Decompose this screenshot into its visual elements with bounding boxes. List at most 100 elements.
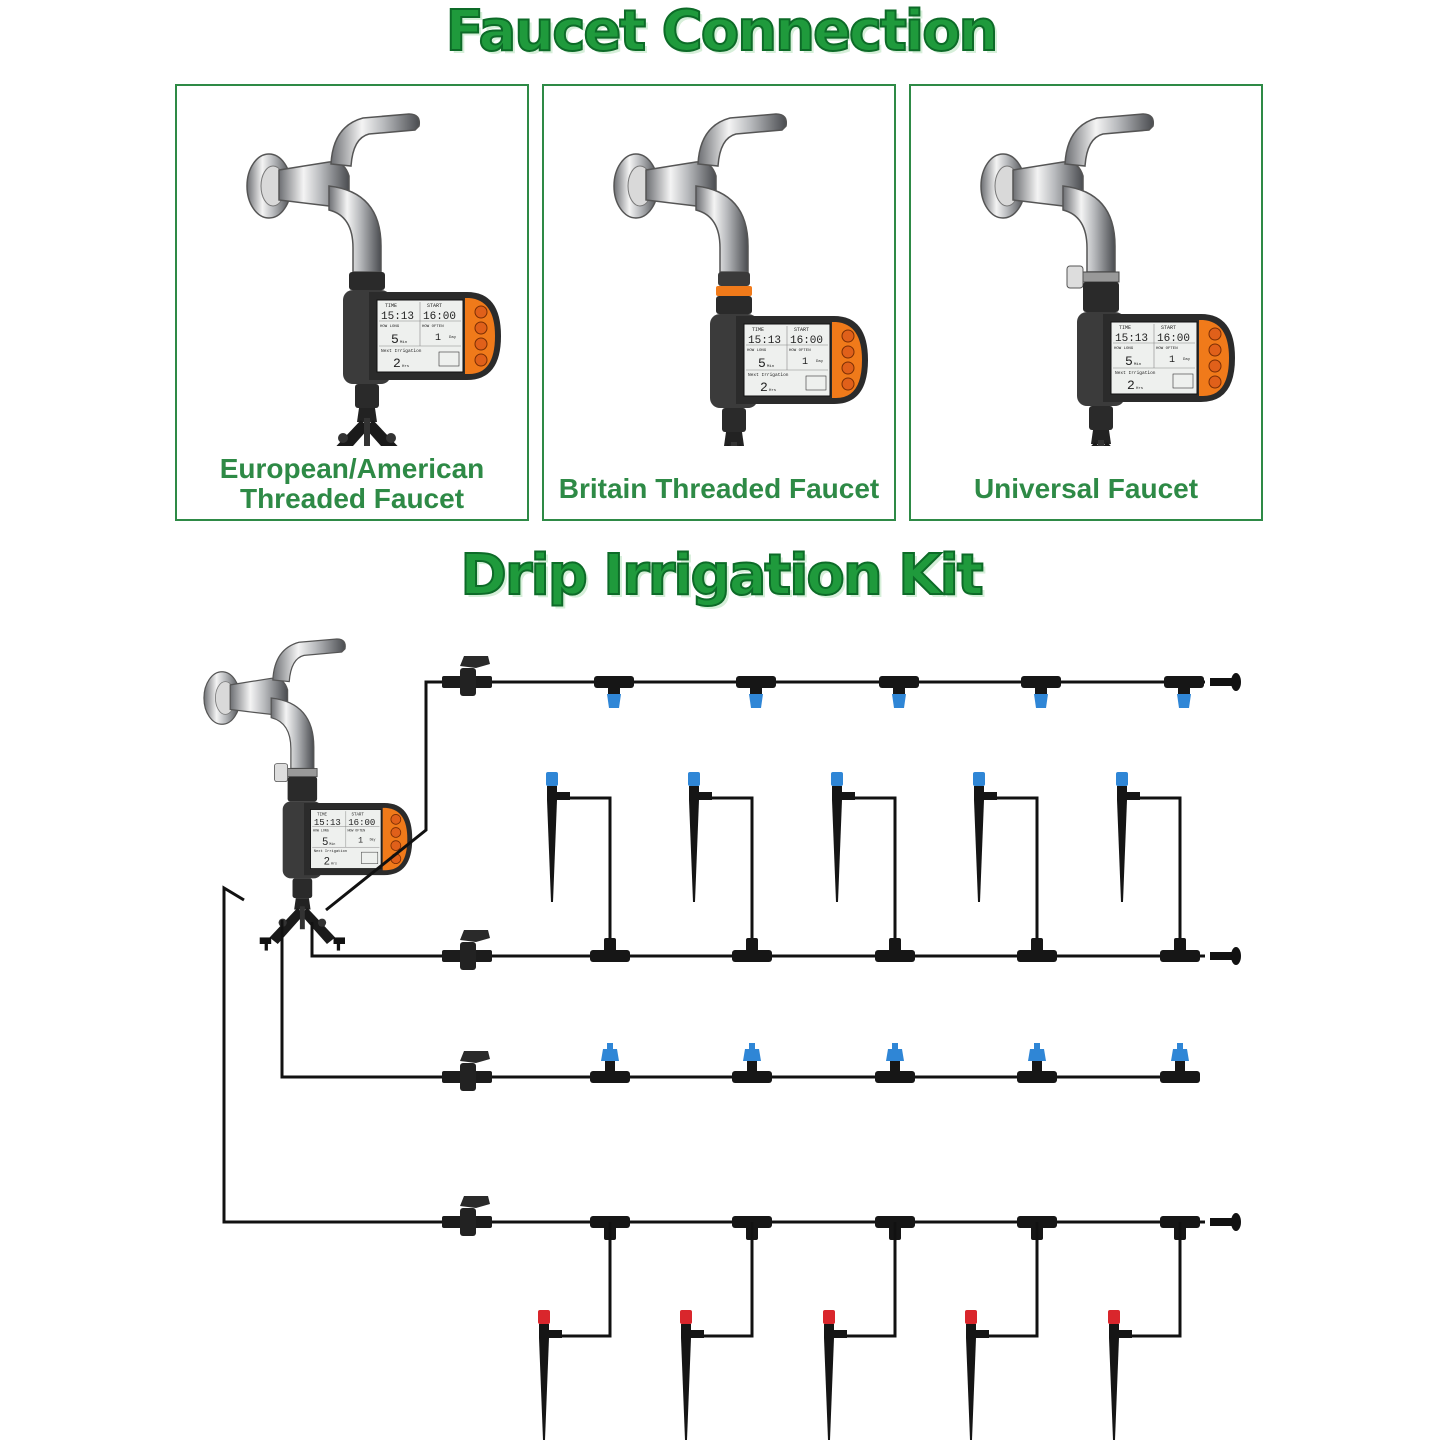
- lcd-how-often-unit: Day: [370, 838, 376, 842]
- timer-outlet: [355, 384, 379, 408]
- lcd-next-unit: Hrs: [769, 388, 777, 393]
- lcd-how-often-value: 1: [802, 357, 808, 368]
- splitter-arm-right: [365, 420, 398, 446]
- end-plug: [1210, 1213, 1241, 1231]
- stake-head: [688, 772, 700, 786]
- splitter-arm-left: [726, 444, 730, 446]
- stake-barb: [556, 792, 570, 800]
- outlet-right: [333, 937, 345, 944]
- control-button-1: [841, 329, 855, 343]
- stake-spike: [1117, 800, 1127, 902]
- valve-knob-right: [317, 918, 327, 927]
- stake-feed-tube: [1132, 1222, 1182, 1338]
- stake-feed-tube: [1140, 796, 1182, 956]
- stake-feed-tube: [704, 1222, 754, 1338]
- valve-handle: [460, 1051, 490, 1063]
- valve-knob-left: [338, 433, 348, 443]
- inline-valve: [442, 1196, 492, 1236]
- lcd-time-label: TIME: [317, 813, 327, 817]
- red-stake-dripper: [965, 1310, 989, 1440]
- control-button-3: [474, 337, 488, 351]
- red-stake-dripper: [1108, 1310, 1132, 1440]
- blue-stake-dripper: [831, 772, 855, 902]
- tee-connector: [732, 938, 772, 962]
- lcd-how-often-label: HOW OFTEN: [789, 349, 811, 353]
- control-button-2: [474, 321, 488, 335]
- valve-handle: [460, 1196, 490, 1208]
- panel-label: European/American Threaded Faucet: [177, 454, 527, 514]
- control-button-3: [841, 361, 855, 375]
- stake-spike: [824, 1338, 834, 1440]
- lcd-how-long-value: 5: [758, 356, 766, 371]
- splitter-arm-left: [336, 420, 369, 446]
- faucet-handle: [1064, 113, 1155, 167]
- lcd-time-label: TIME: [752, 327, 764, 333]
- feed-tube-1: [325, 680, 442, 912]
- lcd-how-often-unit: Day: [1183, 358, 1191, 362]
- lcd-how-long-unit: Min: [767, 364, 775, 369]
- blue-stake-dripper: [688, 772, 712, 902]
- splitter-arm-right: [1103, 442, 1111, 446]
- tee-connector: [875, 938, 915, 962]
- feed-tube-4: [222, 885, 442, 1224]
- lcd-how-long-unit: Min: [329, 842, 335, 846]
- faucet-spout: [1062, 185, 1116, 273]
- red-stake-dripper: [823, 1310, 847, 1440]
- lcd-how-long-value: 5: [1125, 354, 1133, 369]
- control-button-2: [1208, 343, 1222, 357]
- lcd-time-label: TIME: [385, 303, 397, 309]
- control-button-1: [474, 305, 488, 319]
- battery-icon: [438, 351, 460, 367]
- faucet-handle: [697, 113, 788, 167]
- stake-feed-tube: [997, 796, 1039, 956]
- stake-spike: [547, 800, 557, 902]
- stake-barb: [1126, 792, 1140, 800]
- blue-stake-dripper: [973, 772, 997, 902]
- stake-feed-tube: [855, 796, 897, 956]
- lcd-time-value: 15:13: [314, 817, 341, 828]
- control-button-3: [390, 840, 402, 851]
- control-button-3: [1208, 359, 1222, 373]
- timer-outlet: [1089, 406, 1113, 430]
- panel-label-line-1: Universal Faucet: [973, 473, 1199, 504]
- stake-barb: [690, 1330, 704, 1338]
- timer-outlet: [292, 878, 313, 899]
- lcd-next-unit: Hrs: [1136, 386, 1144, 391]
- lcd-next-unit: Hrs: [402, 364, 410, 369]
- thread-adapter: [349, 272, 385, 290]
- lcd-time-value: 15:13: [748, 335, 781, 347]
- lcd-next-value: 2: [393, 356, 401, 371]
- stake-head: [1108, 1310, 1120, 1324]
- lcd-next-label: Next Irrigation: [381, 348, 422, 354]
- y-splitter: [1091, 430, 1111, 446]
- stake-feed-tube: [989, 1222, 1039, 1338]
- faucet-spout: [695, 185, 749, 273]
- stake-spike: [681, 1338, 691, 1440]
- lcd-time-value: 15:13: [1115, 333, 1148, 345]
- stake-barb: [1118, 1330, 1132, 1338]
- splitter-arm-left: [269, 907, 304, 944]
- control-buttons: [465, 298, 495, 374]
- end-plug: [1210, 947, 1241, 965]
- lcd-how-often-unit: Day: [449, 336, 457, 340]
- red-stake-dripper: [680, 1310, 704, 1440]
- faucet-handle: [272, 638, 346, 683]
- outlet-left: [259, 937, 272, 944]
- lcd-how-long-label: HOW LONG: [313, 829, 329, 833]
- panel-label: Universal Faucet: [911, 474, 1261, 504]
- splitter-arm-left: [1091, 442, 1099, 446]
- control-buttons: [382, 807, 408, 871]
- y-splitter: [259, 898, 345, 951]
- y-splitter: [724, 432, 744, 446]
- tee-connector: [1160, 938, 1200, 962]
- stake-head: [965, 1310, 977, 1324]
- stake-barb: [833, 1330, 847, 1338]
- lcd-start-label: START: [352, 813, 365, 817]
